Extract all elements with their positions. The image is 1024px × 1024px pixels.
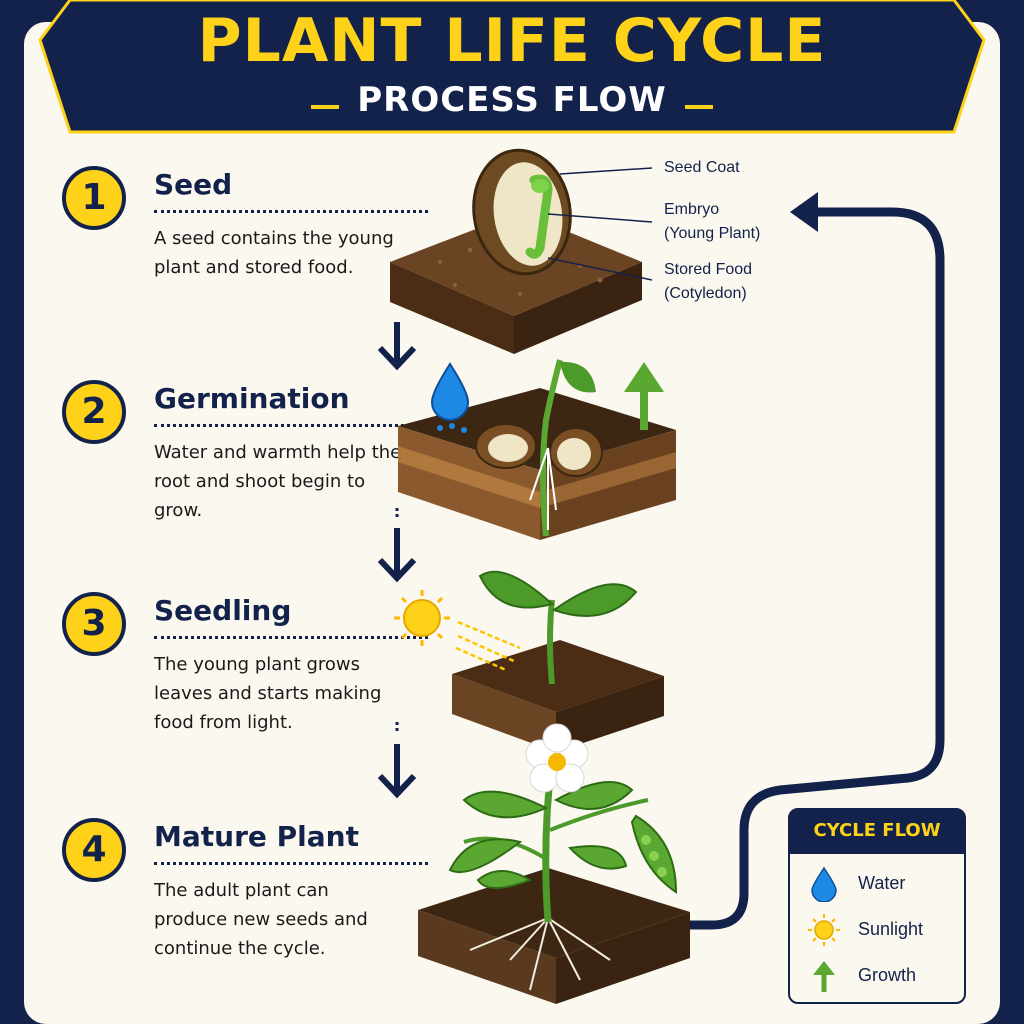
- legend-label: Growth: [858, 965, 917, 985]
- title-banner: [38, 0, 986, 134]
- flower-icon: [525, 723, 589, 793]
- step-title: Seed: [154, 168, 233, 201]
- legend-item-growth: Growth: [806, 958, 956, 994]
- sun-icon: [394, 590, 521, 672]
- legend-box: CYCLE FLOW Water Sunlight Growth: [788, 808, 966, 1004]
- step-divider: [154, 636, 428, 639]
- step-divider: [154, 862, 428, 865]
- seed-cross-section: [472, 148, 572, 276]
- step-number: 1: [62, 166, 126, 230]
- step-number: 4: [62, 818, 126, 882]
- legend-header: CYCLE FLOW: [790, 810, 964, 854]
- legend-label: Water: [858, 873, 906, 893]
- seedling-plant: [478, 570, 638, 685]
- growth-arrow-icon: [813, 961, 835, 992]
- sun-icon: [808, 914, 840, 946]
- legend-title: CYCLE FLOW: [813, 820, 941, 841]
- water-drop-icon: [811, 866, 837, 902]
- step-description: The adult plant can produce new seeds an…: [154, 880, 368, 959]
- legend-label: Sunlight: [858, 919, 924, 939]
- cycle-return-arrow: [683, 207, 945, 930]
- germination-sprout: [475, 359, 603, 537]
- step-title: Mature Plant: [154, 820, 359, 853]
- step-number: 3: [62, 592, 126, 656]
- mature-soil-block: [418, 868, 690, 1004]
- growth-arrow-icon: [624, 362, 664, 430]
- subtitle-dash-right: [684, 104, 713, 109]
- label-cotyledon: (Cotyledon): [664, 285, 747, 302]
- mature-plant: [448, 759, 649, 923]
- step-description: Water and warmth help the root and shoot…: [154, 442, 402, 521]
- page-subtitle-wrap: PROCESS FLOW: [0, 80, 1024, 120]
- seed-label-lines: [547, 167, 653, 281]
- page-subtitle: PROCESS FLOW: [357, 80, 667, 120]
- page-title: PLANT LIFE CYCLE: [197, 6, 827, 76]
- down-arrow-1: [377, 322, 417, 371]
- water-drop-icon: [430, 362, 470, 433]
- legend-item-water: Water: [806, 866, 956, 902]
- cycle-arrow-head: [790, 192, 818, 232]
- legend-item-sunlight: Sunlight: [806, 912, 956, 948]
- label-embryo: Embryo: [664, 201, 720, 218]
- step-title: Seedling: [154, 594, 292, 627]
- down-arrow-2: [377, 508, 417, 583]
- step-description: The young plant grows leaves and starts …: [154, 654, 382, 733]
- down-arrow-3: [377, 722, 417, 799]
- pea-pod-icon: [630, 814, 678, 894]
- label-seed-coat: Seed Coat: [664, 159, 740, 176]
- step-description: A seed contains the young plant and stor…: [154, 228, 394, 278]
- step-divider: [154, 210, 428, 213]
- step-title: Germination: [154, 382, 350, 415]
- subtitle-dash-left: [311, 104, 340, 109]
- step-divider: [154, 424, 428, 427]
- label-stored-food: Stored Food: [664, 261, 753, 278]
- step-number: 2: [62, 380, 126, 444]
- label-embryo-detail: (Young Plant): [664, 225, 761, 242]
